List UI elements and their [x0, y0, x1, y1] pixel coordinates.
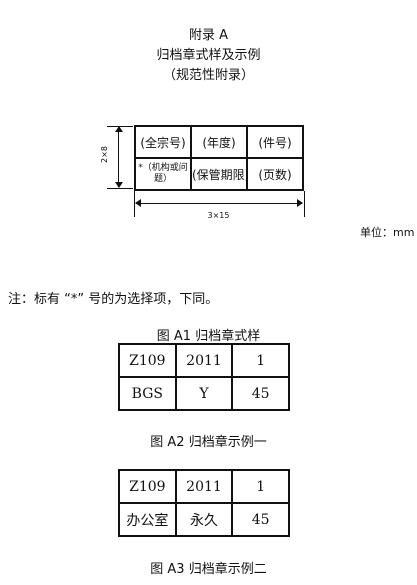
example-table-2: Z109 2011 1 办公室 永久 45 — [118, 469, 290, 537]
figure-caption-a2: 图 A2 归档章示例一 — [150, 435, 267, 450]
width-dimension-line — [136, 203, 302, 204]
appendix-label: 附录 A — [188, 28, 229, 43]
table-row: (全宗号) (年度) (件号) — [134, 125, 304, 159]
table-cell: (年度) — [190, 125, 248, 159]
table-row: 办公室 永久 45 — [118, 502, 290, 537]
table-cell: 2011 — [174, 343, 234, 378]
table-cell: (全宗号) — [134, 125, 192, 159]
table-row: *（机构或问题） (保管期限) (页数) — [134, 157, 304, 191]
table-cell: (保管期限) — [190, 157, 248, 191]
table-row: Z109 2011 1 — [118, 343, 290, 378]
arrow-down-icon — [115, 182, 123, 188]
dimension-tick — [134, 191, 135, 217]
height-dimension-label: 2×8 — [99, 146, 109, 163]
table-row: BGS Y 45 — [118, 376, 290, 411]
table-cell: 45 — [231, 502, 290, 537]
width-dimension-label: 3×15 — [207, 211, 230, 220]
table-cell: Z109 — [118, 343, 177, 378]
dimension-tick — [107, 188, 133, 189]
table-cell: BGS — [118, 376, 177, 411]
table-cell: (页数) — [246, 157, 304, 191]
table-cell: 办公室 — [118, 502, 177, 537]
dimension-tick — [304, 191, 305, 217]
table-cell: 永久 — [174, 502, 234, 537]
table-row: Z109 2011 1 — [118, 469, 290, 504]
height-dimension-line — [118, 127, 119, 187]
table-cell: *（机构或问题） — [134, 157, 192, 191]
arrow-right-icon — [297, 199, 303, 207]
unit-label: 单位：mm — [360, 226, 415, 239]
table-cell: 1 — [231, 343, 290, 378]
arrow-up-icon — [115, 126, 123, 132]
example-table-1: Z109 2011 1 BGS Y 45 — [118, 343, 290, 411]
table-cell: 1 — [231, 469, 290, 504]
table-cell: 2011 — [174, 469, 234, 504]
table-cell: (件号) — [246, 125, 304, 159]
page-title: 归档章式样及示例 — [156, 48, 261, 63]
stamp-format-table: (全宗号) (年度) (件号) *（机构或问题） (保管期限) (页数) — [134, 125, 304, 191]
note-text: 注：标有 “*” 号的为选择项，下同。 — [8, 292, 219, 307]
figure-caption-a3: 图 A3 归档章示例二 — [150, 562, 267, 577]
page-subtitle: （规范性附录） — [162, 68, 254, 83]
figure-caption-a1: 图 A1 归档章式样 — [156, 329, 261, 344]
table-cell: Z109 — [118, 469, 177, 504]
table-cell: 45 — [231, 376, 290, 411]
table-cell: Y — [174, 376, 234, 411]
arrow-left-icon — [135, 199, 141, 207]
